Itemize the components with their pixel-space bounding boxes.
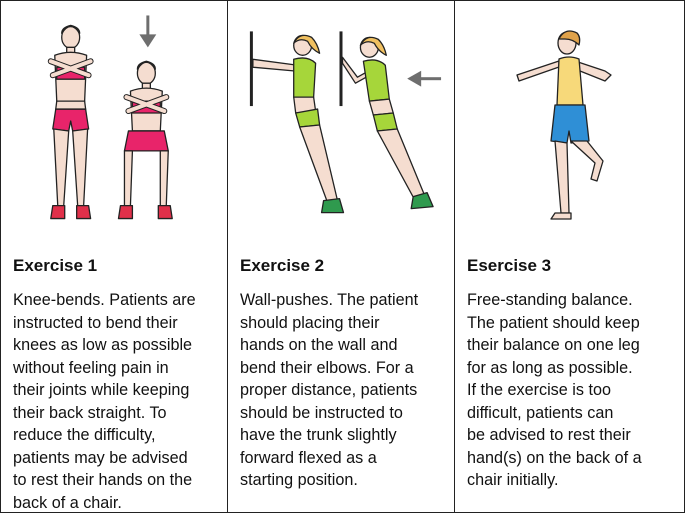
description-line: patients may be advised [13,447,218,470]
description-line: Free-standing balance. [467,289,672,312]
description-line: hands on the wall and [240,334,445,357]
exercise-1-panel: Exercise 1 Knee-bends. Patients are inst… [1,1,228,512]
description-line: If the exercise is too [467,379,672,402]
description-line: to rest their hands on the [13,469,218,492]
exercise-1-title: Exercise 1 [13,256,97,276]
exercise-3-title: Esercise 3 [467,256,551,276]
wall-line [340,31,343,106]
description-line: Knee-bends. Patients are [13,289,218,312]
description-line: their joints while keeping [13,379,218,402]
exercise-2-description: Wall-pushes. The patient should placing … [240,289,445,492]
description-line: The patient should keep [467,312,672,335]
description-line: be advised to rest their [467,424,672,447]
wall-pushes-illustration [228,1,454,241]
description-line: difficult, patients can [467,402,672,425]
description-line: their back straight. To [13,402,218,425]
description-line: forward flexed as a [240,447,445,470]
exercise-1-description: Knee-bends. Patients are instructed to b… [13,289,218,514]
wall-push-figure-extended [253,35,344,212]
wall-line [250,31,253,106]
description-line: for as long as possible. [467,357,672,380]
description-line: proper distance, patients [240,379,445,402]
description-line: should be instructed to [240,402,445,425]
description-line: without feeling pain in [13,357,218,380]
description-line: their balance on one leg [467,334,672,357]
description-line: chair initially. [467,469,672,492]
description-line: should placing their [240,312,445,335]
description-line: instructed to bend their [13,312,218,335]
description-line: reduce the difficulty, [13,424,218,447]
wall-push-figure-bent [342,37,433,208]
knee-bends-illustration [1,1,227,241]
exercise-3-description: Free-standing balance. The patient shoul… [467,289,672,492]
down-arrow-icon [139,15,156,47]
exercise-3-panel: Esercise 3 Free-standing balance. The pa… [455,1,684,512]
description-line: have the trunk slightly [240,424,445,447]
description-line: bend their elbows. For a [240,357,445,380]
exercise-2-panel: Exercise 2 Wall-pushes. The patient shou… [228,1,455,512]
left-arrow-icon [407,71,441,87]
squatting-figure [118,61,172,218]
description-line: knees as low as possible [13,334,218,357]
description-line: starting position. [240,469,445,492]
description-line: back of a chair. [13,492,218,514]
balance-figure [517,31,611,219]
standing-figure [51,25,91,218]
balance-illustration [455,1,684,241]
description-line: hand(s) on the back of a [467,447,672,470]
exercise-2-title: Exercise 2 [240,256,324,276]
description-line: Wall-pushes. The patient [240,289,445,312]
